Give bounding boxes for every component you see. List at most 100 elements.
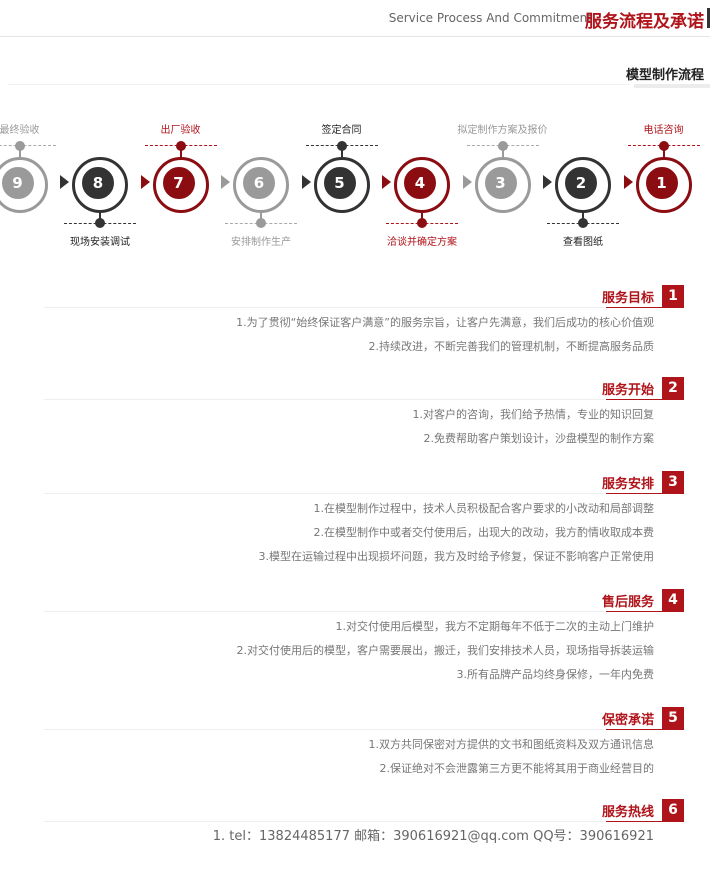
process-step-label: 现场安装调试 [70, 237, 130, 248]
process-step-4: 洽谈并确定方案 4 [380, 115, 464, 255]
process-arrow-icon [623, 175, 633, 189]
service-section-3: 3 服务安排 1.在模型制作过程中，技术人员积极配合客户要求的小改动和局部调整 2.在… [44, 471, 684, 563]
process-step-dot [336, 141, 347, 151]
process-step-number: 2 [563, 165, 599, 201]
process-timeline: 电话咨询 1 查看图纸 2 拟定制作方案及报价 3 洽谈并确定方案 4 签定合同 5 安排制作生产 6… [0, 115, 710, 255]
process-step-label: 签定合同 [321, 125, 362, 136]
section-items: 1.为了贯彻“始终保证客户满意”的服务宗旨，让客户先满意，我们后成功的核心价值观… [54, 311, 654, 359]
process-step-label: 查看图纸 [563, 237, 603, 248]
process-step-stem [582, 207, 584, 223]
service-item: 2.持续改进，不断完善我们的管理机制，不断提高服务品质 [368, 340, 655, 353]
process-step-label: 最终验收 [0, 125, 40, 136]
section-number-badge: 1 [662, 285, 684, 307]
process-step-number: 3 [482, 165, 519, 201]
process-arrow-icon [543, 175, 552, 189]
process-step-dot [497, 141, 508, 151]
section-title: 模型制作流程 [625, 68, 704, 83]
process-step-number: 4 [402, 165, 438, 201]
header-title-en: Service Process And Commitment [388, 11, 592, 25]
process-step-circle: 8 [72, 157, 128, 213]
process-step-8: 现场安装调试 8 [58, 115, 142, 255]
section-items: 1. tel：13824485177 邮箱：390616921@qq.com Q… [54, 825, 654, 849]
process-step-circle: 7 [152, 157, 209, 213]
process-step-circle: 3 [474, 157, 531, 213]
service-item: 2.保证绝对不会泄露第三方更不能将其用于商业经营目的 [379, 762, 655, 775]
service-item: 1.在模型制作过程中，技术人员积极配合客户要求的小改动和局部调整 [313, 502, 655, 515]
process-step-1: 电话咨询 1 [622, 115, 706, 255]
process-step-circle: 9 [0, 157, 48, 213]
process-step-number: 1 [643, 165, 680, 201]
service-item: 1. tel：13824485177 邮箱：390616921@qq.com Q… [212, 829, 654, 844]
process-step-circle: 1 [635, 157, 692, 213]
service-item: 3.模型在运输过程中出现损坏问题，我方及时给予修复，保证不影响客户正常使用 [258, 550, 655, 563]
process-step-3: 拟定制作方案及报价 3 [458, 115, 548, 255]
process-step-6: 安排制作生产 6 [219, 115, 303, 255]
process-step-dot [95, 218, 105, 228]
section-heading: 服务热线 [601, 805, 654, 820]
service-item: 2.在模型制作中或者交付使用后，出现大的改动，我方酌情收取成本费 [313, 526, 655, 539]
process-step-label: 洽谈并确定方案 [387, 237, 457, 248]
section-number-badge: 5 [662, 707, 684, 729]
process-step-dot [175, 141, 186, 151]
section-heading: 保密承诺 [601, 713, 654, 728]
header-accent-bar [707, 8, 710, 28]
process-arrow-icon [301, 175, 311, 189]
process-step-dot [658, 141, 669, 151]
section-heading: 服务目标 [601, 291, 654, 306]
process-step-number: 9 [0, 165, 36, 201]
service-item: 2.对交付使用后的模型，客户需要展出，搬迁，我们安排技术人员，现场指导拆装运输 [236, 644, 655, 657]
process-step-dot [256, 218, 266, 228]
service-section-5: 5 保密承诺 1.双方共同保密对方提供的文书和图纸资料及双方通讯信息 2.保证绝对不会… [44, 707, 684, 775]
process-step-label: 电话咨询 [643, 125, 684, 136]
process-step-label: 安排制作生产 [231, 237, 291, 248]
process-arrow-icon [382, 175, 391, 189]
section-number-badge: 4 [662, 589, 684, 611]
process-arrow-icon [221, 175, 230, 189]
process-step-9: 最终验收 9 [0, 115, 62, 255]
process-step-stem [340, 146, 343, 160]
process-step-stem [179, 146, 182, 160]
process-step-7: 出厂验收 7 [139, 115, 223, 255]
section-items: 1.对交付使用后模型，我方不定期每年不低于二次的主动上门维护 2.对交付使用后的模… [54, 615, 655, 687]
process-step-circle: 2 [555, 157, 611, 213]
header-title-cn: 服务流程及承诺 [585, 12, 704, 32]
process-step-number: 8 [80, 165, 116, 201]
section-number-badge: 3 [662, 471, 684, 493]
process-step-stem [501, 146, 504, 160]
page-header: Service Process And Commitment 服务流程及承诺 [0, 0, 710, 37]
process-step-label: 拟定制作方案及报价 [457, 125, 548, 136]
process-step-dot [417, 218, 427, 228]
process-arrow-icon [462, 175, 472, 189]
process-arrow-icon [140, 175, 150, 189]
section-items: 1.在模型制作过程中，技术人员积极配合客户要求的小改动和局部调整 2.在模型制作中… [54, 497, 655, 569]
process-step-number: 6 [241, 165, 277, 201]
process-step-label: 出厂验收 [160, 125, 201, 136]
process-step-number: 7 [160, 165, 197, 201]
section-divider [0, 84, 710, 88]
process-step-dot [578, 218, 588, 228]
process-step-number: 5 [321, 165, 358, 201]
process-step-2: 查看图纸 2 [541, 115, 625, 255]
service-section-4: 4 售后服务 1.对交付使用后模型，我方不定期每年不低于二次的主动上门维护 2.对交付… [44, 589, 684, 681]
process-step-dashline [0, 145, 56, 146]
section-heading: 售后服务 [601, 595, 654, 610]
service-item: 1.对交付使用后模型，我方不定期每年不低于二次的主动上门维护 [335, 620, 655, 633]
process-step-5: 签定合同 5 [300, 115, 384, 255]
section-heading: 服务安排 [601, 477, 654, 492]
process-step-stem [260, 207, 262, 223]
process-step-stem [662, 146, 665, 160]
process-step-stem [18, 146, 21, 160]
process-step-dot [14, 141, 25, 151]
process-step-stem [421, 207, 423, 223]
section-items: 1.双方共同保密对方提供的文书和图纸资料及双方通讯信息 2.保证绝对不会泄露第三方… [54, 733, 655, 781]
service-item: 3.所有品牌产品均终身保修，一年内免费 [456, 668, 655, 681]
process-step-stem [99, 207, 101, 223]
service-item: 2.免费帮助客户策划设计，沙盘模型的制作方案 [423, 432, 655, 445]
process-step-circle: 5 [313, 157, 370, 213]
process-step-circle: 4 [394, 157, 450, 213]
section-heading: 服务开始 [601, 383, 654, 398]
service-item: 1.双方共同保密对方提供的文书和图纸资料及双方通讯信息 [368, 738, 655, 751]
